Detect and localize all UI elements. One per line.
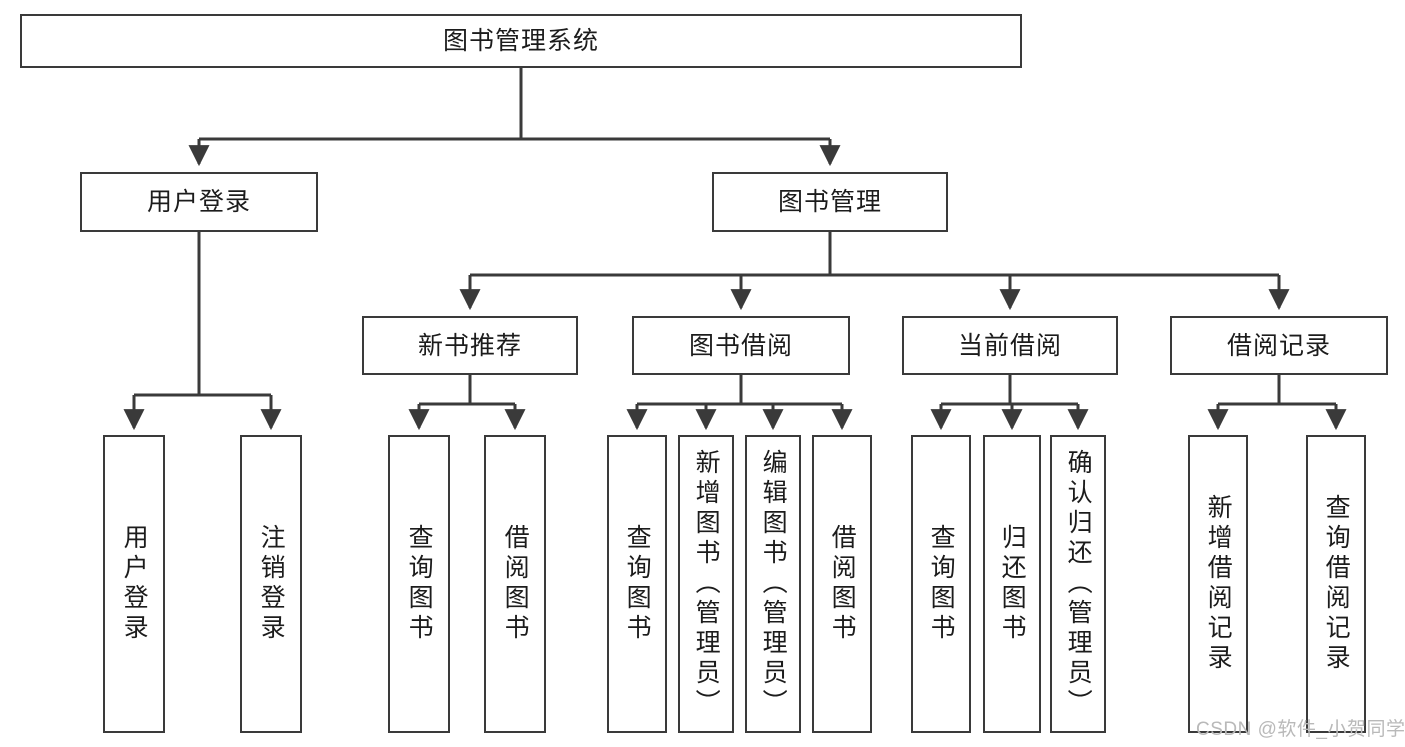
node-label: 查询借阅记录: [1322, 494, 1351, 674]
node-level3-current-borrow[interactable]: 当前借阅: [902, 316, 1118, 375]
leaf-node[interactable]: 用户登录: [103, 435, 165, 733]
node-label: 图书管理系统: [442, 27, 599, 55]
node-level2-book-management[interactable]: 图书管理: [712, 172, 948, 232]
node-label: 确认归还（管理员）: [1064, 449, 1093, 719]
watermark: CSDN @软件_小贺同学: [1196, 719, 1405, 740]
node-label: 借阅记录: [1226, 331, 1331, 360]
leaf-node[interactable]: 新增借阅记录: [1188, 435, 1248, 733]
leaf-node[interactable]: 借阅图书: [812, 435, 872, 733]
node-root[interactable]: 图书管理系统: [20, 14, 1022, 68]
leaf-node[interactable]: 编辑图书（管理员）: [745, 435, 801, 733]
node-level3-borrow-records[interactable]: 借阅记录: [1170, 316, 1388, 375]
node-label: 图书管理: [777, 188, 882, 216]
node-label: 编辑图书（管理员）: [759, 449, 788, 719]
node-label: 借阅图书: [828, 524, 857, 644]
leaf-node[interactable]: 查询图书: [607, 435, 667, 733]
node-label: 借阅图书: [501, 524, 530, 644]
leaf-node[interactable]: 确认归还（管理员）: [1050, 435, 1106, 733]
node-label: 用户登录: [120, 524, 149, 644]
node-label: 图书借阅: [688, 331, 793, 360]
node-label: 归还图书: [998, 524, 1027, 644]
leaf-node[interactable]: 注销登录: [240, 435, 302, 733]
leaf-node[interactable]: 归还图书: [983, 435, 1041, 733]
node-label: 查询图书: [927, 524, 956, 644]
node-label: 当前借阅: [957, 331, 1062, 360]
leaf-node[interactable]: 新增图书（管理员）: [678, 435, 734, 733]
node-level2-user-login[interactable]: 用户登录: [80, 172, 318, 232]
node-label: 查询图书: [405, 524, 434, 644]
node-label: 新增图书（管理员）: [692, 449, 721, 719]
node-label: 新增借阅记录: [1204, 494, 1233, 674]
leaf-node[interactable]: 查询图书: [388, 435, 450, 733]
leaf-node[interactable]: 借阅图书: [484, 435, 546, 733]
node-label: 查询图书: [623, 524, 652, 644]
node-label: 新书推荐: [417, 331, 522, 360]
node-level3-book-borrow[interactable]: 图书借阅: [632, 316, 850, 375]
node-label: 注销登录: [257, 524, 286, 644]
leaf-node[interactable]: 查询借阅记录: [1306, 435, 1366, 733]
node-label: 用户登录: [146, 188, 251, 216]
leaf-node[interactable]: 查询图书: [911, 435, 971, 733]
node-level3-new-book-recommend[interactable]: 新书推荐: [362, 316, 578, 375]
